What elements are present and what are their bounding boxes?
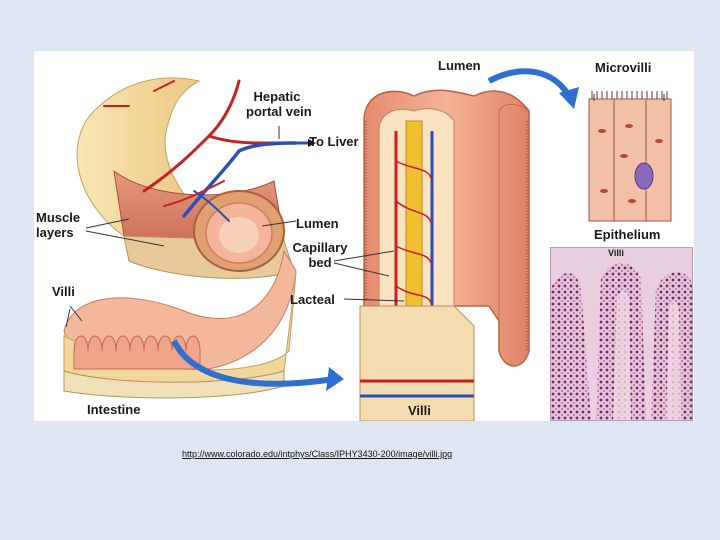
- label-hepatic-portal-vein-line1: Hepatic: [253, 89, 301, 104]
- arrow-intestine-to-villus: [171, 339, 344, 391]
- label-intestine: Intestine: [87, 402, 141, 417]
- label-muscle-layers-line1: Muscle: [36, 210, 81, 225]
- label-lumen-top: Lumen: [438, 58, 481, 73]
- villi-diagram-illustration: [63, 68, 672, 421]
- source-url-link[interactable]: http://www.colorado.edu/intphys/Class/IP…: [182, 449, 453, 459]
- label-hepatic-portal-vein-line2: portal vein: [246, 104, 312, 119]
- label-microvilli: Microvilli: [595, 60, 652, 75]
- label-muscle-layers: Muscle layers: [36, 210, 80, 240]
- label-villi-bottom: Villi: [408, 403, 431, 418]
- villus-cross-section: [359, 89, 530, 421]
- label-capillary-bed: Capillary bed: [288, 240, 352, 270]
- label-hepatic-portal-vein: Hepatic portal vein: [246, 89, 312, 119]
- hepatic-portal-vessels: [103, 79, 316, 222]
- arrow-lumen-to-microvilli: [487, 68, 579, 109]
- label-muscle-layers-line2: layers: [36, 225, 74, 240]
- label-lumen-left: Lumen: [296, 216, 339, 231]
- label-villi-micrograph: Villi: [608, 248, 624, 258]
- villi-diagram-figure: Hepatic portal vein To Liver Muscle laye…: [34, 51, 694, 421]
- label-epithelium: Epithelium: [594, 227, 661, 242]
- label-lacteal: Lacteal: [290, 292, 335, 307]
- label-villi-left: Villi: [52, 284, 75, 299]
- label-to-liver: To Liver: [309, 134, 359, 149]
- label-capillary-bed-line1: Capillary: [292, 240, 348, 255]
- epithelium-block: [588, 91, 672, 222]
- villi-micrograph: [550, 247, 693, 421]
- villi-micrograph-image: [551, 248, 692, 420]
- label-capillary-bed-line2: bed: [308, 255, 332, 270]
- leader-lines: [65, 94, 665, 328]
